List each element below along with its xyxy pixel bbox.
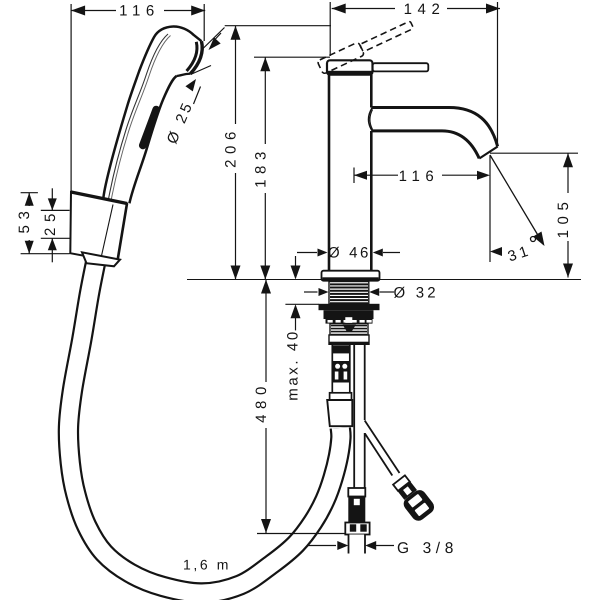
svg-text:53: 53: [16, 206, 33, 234]
svg-text:max. 40: max. 40: [285, 329, 302, 401]
svg-text:480: 480: [253, 381, 270, 423]
svg-text:31: 31: [506, 242, 534, 265]
svg-text:183: 183: [252, 146, 269, 188]
svg-text:206: 206: [223, 126, 240, 168]
svg-text:105: 105: [555, 197, 572, 239]
svg-text:1,6 m: 1,6 m: [183, 557, 231, 573]
svg-text:Ø 46: Ø 46: [328, 244, 371, 261]
svg-text:142: 142: [404, 1, 446, 18]
svg-text:116: 116: [399, 168, 440, 185]
svg-text:116: 116: [119, 2, 160, 19]
svg-text:G 3/8: G 3/8: [397, 540, 458, 557]
svg-text:Ø 32: Ø 32: [393, 285, 438, 302]
svg-text:25: 25: [42, 208, 59, 236]
